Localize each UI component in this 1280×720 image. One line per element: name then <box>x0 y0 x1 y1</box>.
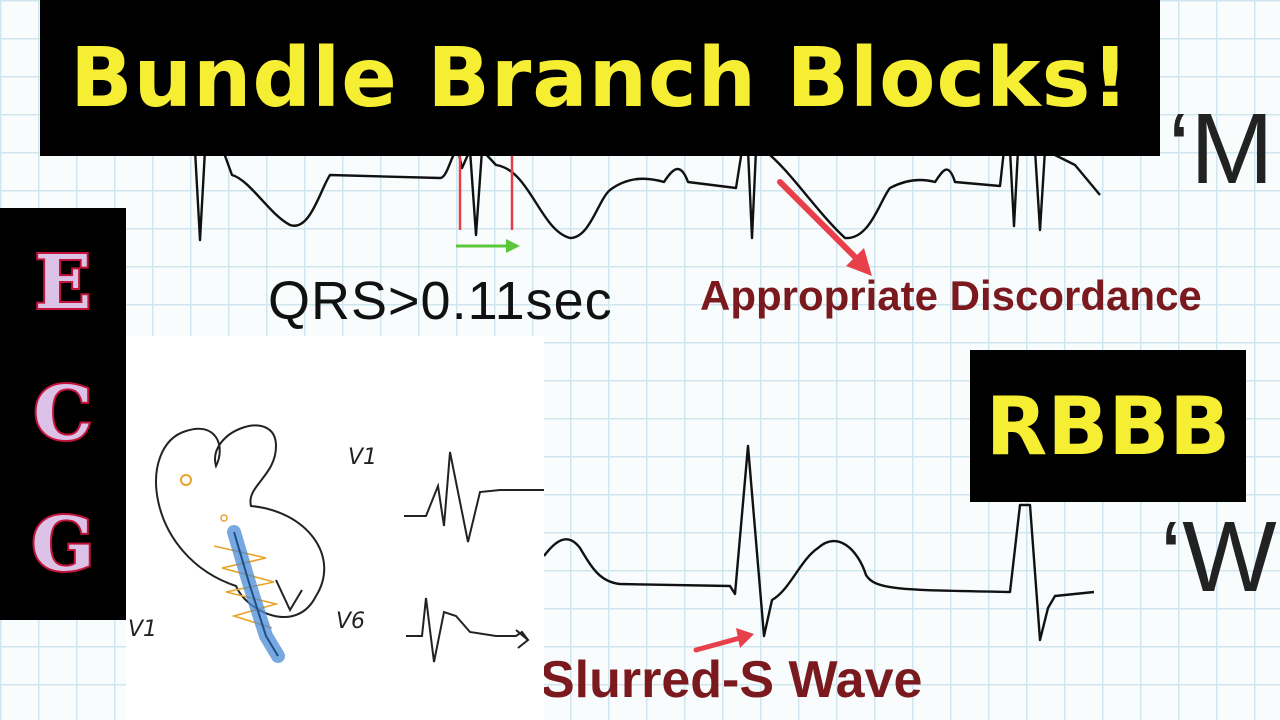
heart-sketch-panel: V1 V1 V6 <box>126 336 544 720</box>
rbbb-badge: RBBB <box>970 350 1246 502</box>
letter-c: C <box>32 370 95 457</box>
letter-g: G <box>29 501 96 588</box>
ecg-side-strip: E C G <box>0 208 126 620</box>
v6-arrow-icon <box>515 629 530 649</box>
lead-v6-label: V6 <box>336 609 365 634</box>
w-pattern-label: ‘W <box>1160 501 1277 613</box>
heart-sketch-drawing: V1 V1 V6 <box>128 424 544 663</box>
rbbb-label: RBBB <box>985 379 1231 473</box>
depolarization-arrow-icon <box>275 579 303 613</box>
green-arrow-icon <box>456 239 520 253</box>
slurred-s-wave-label: Slurred-S Wave <box>540 651 923 709</box>
heart-outline <box>155 424 326 618</box>
sa-node-icon <box>180 474 192 486</box>
appropriate-discordance-label: Appropriate Discordance <box>700 272 1202 319</box>
red-arrow-icon <box>777 179 872 276</box>
title-banner: Bundle Branch Blocks! <box>40 0 1160 156</box>
m-pattern-label: ‘M <box>1168 93 1274 205</box>
v6-tracing <box>406 597 529 663</box>
page-title: Bundle Branch Blocks! <box>70 30 1130 126</box>
qrs-duration-label: QRS>0.11sec <box>268 271 613 331</box>
letter-e: E <box>33 240 93 327</box>
lead-v1-label: V1 <box>348 445 377 470</box>
lead-v1-lower-label: V1 <box>128 617 157 642</box>
v1-rsr-tracing <box>404 451 544 543</box>
slurred-arrow-icon <box>693 628 754 653</box>
